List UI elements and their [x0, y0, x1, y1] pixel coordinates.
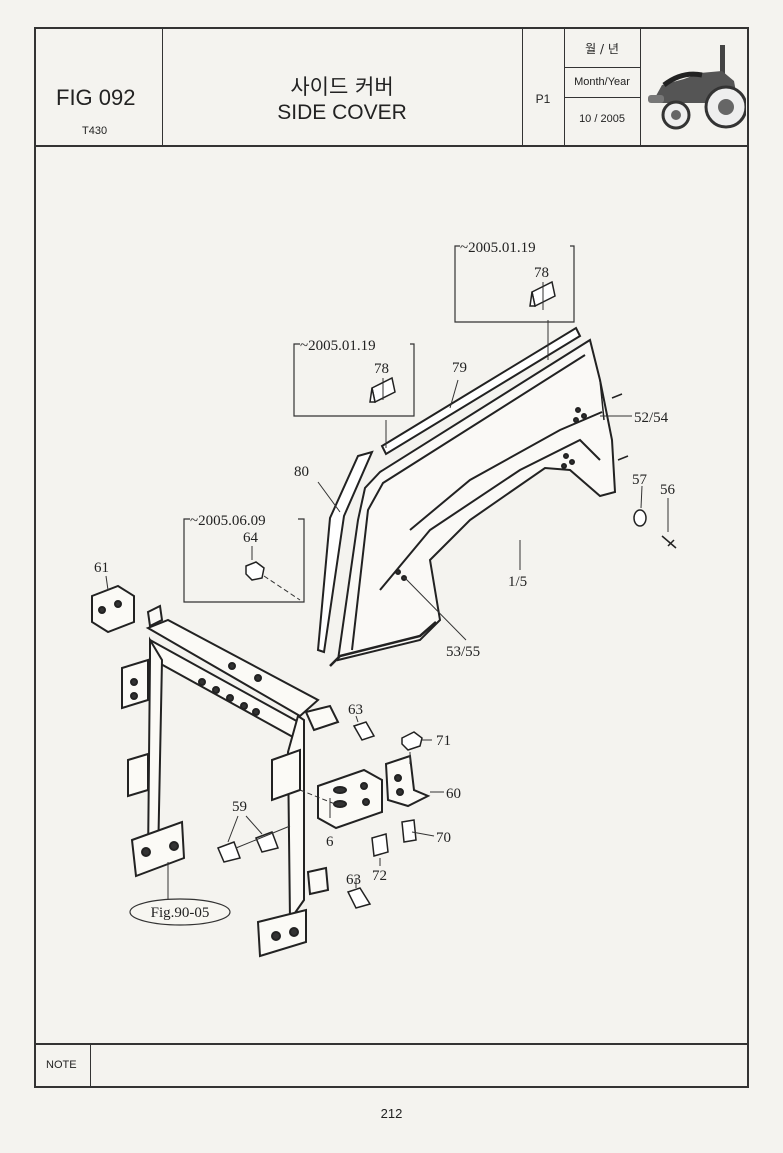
plate-6	[271, 748, 383, 830]
callout-64: 64	[243, 530, 259, 546]
callout-78-top: 78	[534, 265, 549, 281]
page-code: P1	[535, 92, 551, 106]
seal-strip-80	[316, 450, 374, 654]
seal-strip-79	[380, 326, 582, 456]
date-label-top: ~2005.01.19	[460, 240, 536, 256]
callout-61: 61	[94, 560, 109, 576]
callout-63-bottom: 63	[346, 872, 361, 888]
nut-64	[245, 561, 265, 581]
bolts	[217, 721, 423, 909]
callout-60: 60	[446, 786, 461, 802]
callout-52-54: 52/54	[634, 410, 669, 426]
page-frame: FIG 092 T430 사이드 커버 SIDE COVER P1 월 / 년 …	[34, 27, 749, 1088]
callout-53-55: 53/55	[446, 644, 480, 660]
callout-78-mid: 78	[374, 361, 389, 377]
note-row	[36, 1043, 747, 1088]
callout-6: 6	[326, 834, 334, 850]
callout-1-5: 1/5	[508, 574, 527, 590]
callout-80: 80	[294, 464, 309, 480]
washer-57	[633, 509, 647, 527]
callout-72: 72	[372, 868, 387, 884]
note-label: NOTE	[46, 1059, 77, 1071]
model-code: T430	[82, 125, 108, 137]
date-bracket-mid	[293, 343, 415, 417]
date-label-mid: ~2005.01.19	[300, 338, 376, 354]
callout-79: 79	[452, 360, 467, 376]
callout-57: 57	[632, 472, 648, 488]
title-korean: 사이드 커버	[290, 75, 394, 99]
date-bracket-left	[183, 518, 305, 603]
month-year-label: Month/Year	[574, 76, 630, 88]
callout-70: 70	[436, 830, 451, 846]
fig-reference: Fig.90-05	[151, 905, 210, 921]
fig-ref-ellipse	[129, 898, 231, 926]
date-label-left: ~2005.06.09	[190, 513, 266, 529]
callout-56: 56	[660, 482, 676, 498]
title-block: FIG 092 T430 사이드 커버 SIDE COVER P1 월 / 년 …	[36, 29, 747, 147]
callout-59: 59	[232, 799, 247, 815]
date-bracket-top	[454, 245, 575, 323]
tractor-icon	[648, 45, 746, 130]
callout-71: 71	[436, 733, 451, 749]
bracket-61	[91, 584, 135, 634]
page-number: 212	[380, 1106, 403, 1121]
month-year-korean: 월 / 년	[585, 42, 619, 56]
bracket-60	[384, 754, 431, 808]
figure-number: FIG 092	[56, 85, 136, 110]
leader-lines	[105, 282, 669, 900]
rivet-56	[661, 535, 677, 549]
callout-63-top: 63	[348, 702, 363, 718]
title-english: SIDE COVER	[277, 101, 407, 124]
month-year-value: 10 / 2005	[579, 113, 625, 125]
